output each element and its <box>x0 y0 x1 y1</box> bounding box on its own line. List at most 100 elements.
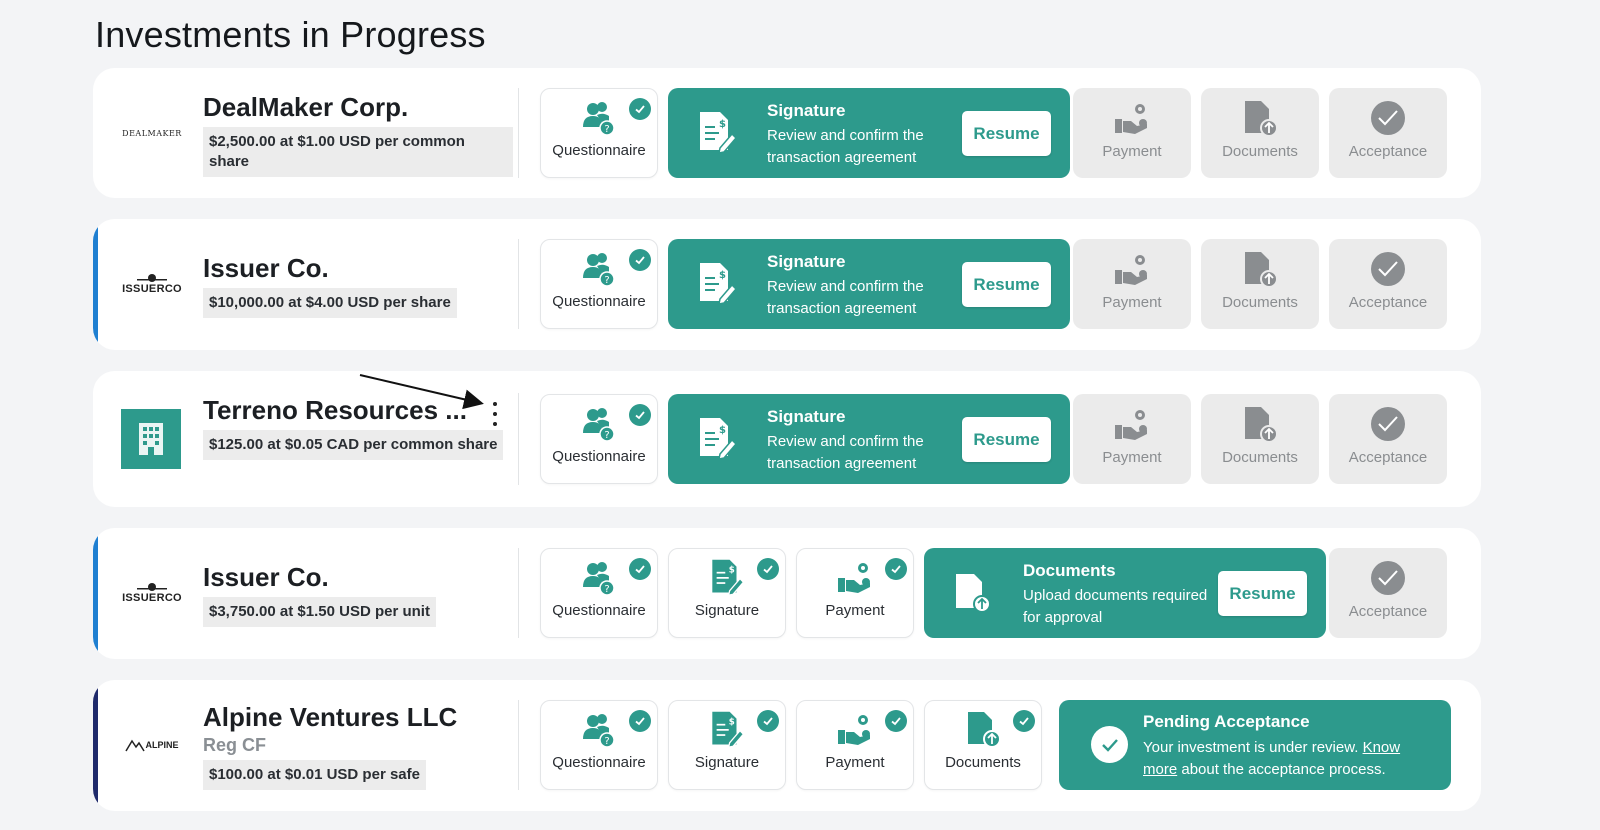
documents-upload-icon <box>1245 252 1278 288</box>
svg-text:?: ? <box>604 124 609 135</box>
step-label: Acceptance <box>1348 603 1428 620</box>
check-icon <box>757 558 779 580</box>
active-step-signature: $ Signature Review and confirm the trans… <box>668 239 1070 329</box>
svg-text:$: $ <box>719 270 726 281</box>
check-icon <box>629 98 651 120</box>
signature-document-icon: $ <box>700 112 738 154</box>
divider <box>518 239 519 329</box>
documents-upload-icon <box>1245 407 1278 443</box>
step-label: Questionnaire <box>552 754 646 771</box>
step-label: Signature <box>694 754 760 771</box>
issuer-hat-icon <box>137 583 167 591</box>
logo-text: ALPINE <box>145 740 179 750</box>
more-options-icon[interactable] <box>491 402 499 426</box>
check-icon <box>629 249 651 271</box>
card-accent <box>93 680 98 811</box>
svg-text:?: ? <box>604 584 609 595</box>
active-step-description: Review and confirm the transaction agree… <box>767 278 924 317</box>
divider <box>518 88 519 178</box>
card-accent <box>93 219 98 350</box>
payment-hand-icon <box>1115 104 1147 134</box>
payment-hand-icon <box>1115 410 1147 440</box>
step-label: Signature <box>694 602 760 619</box>
check-icon <box>1013 710 1035 732</box>
svg-text:$: $ <box>729 718 735 728</box>
active-step-description: Review and confirm the transaction agree… <box>767 127 924 166</box>
company-name[interactable]: DealMaker Corp. <box>203 92 409 122</box>
questionnaire-icon: ? <box>583 253 615 287</box>
step-questionnaire[interactable]: ? Questionnaire <box>540 394 658 484</box>
questionnaire-icon: ? <box>583 102 615 136</box>
payment-hand-icon <box>838 563 870 593</box>
company-name[interactable]: Issuer Co. <box>203 253 329 283</box>
step-questionnaire[interactable]: ? Questionnaire <box>540 700 658 790</box>
check-icon <box>885 710 907 732</box>
check-icon <box>629 558 651 580</box>
step-questionnaire[interactable]: ? Questionnaire <box>540 548 658 638</box>
documents-upload-icon <box>1245 101 1278 137</box>
company-name[interactable]: Issuer Co. <box>203 562 329 592</box>
step-label: Documents <box>1222 143 1298 160</box>
investment-card: Terreno Resources ... $125.00 at $0.05 C… <box>93 371 1481 507</box>
investment-amount: $2,500.00 at $1.00 USD per common share <box>203 127 513 177</box>
resume-button[interactable]: Resume <box>962 262 1051 307</box>
step-questionnaire[interactable]: ? Questionnaire <box>540 88 658 178</box>
active-step-title: Signature <box>767 101 846 120</box>
step-acceptance: Acceptance <box>1329 239 1447 329</box>
check-icon <box>629 404 651 426</box>
investment-card: DEALMAKER DealMaker Corp. $2,500.00 at $… <box>93 68 1481 198</box>
check-icon <box>885 558 907 580</box>
acceptance-check-icon <box>1371 561 1405 595</box>
step-acceptance: Acceptance <box>1329 394 1447 484</box>
step-label: Payment <box>825 754 885 771</box>
investment-card: ISSUERCO Issuer Co. $3,750.00 at $1.50 U… <box>93 528 1481 659</box>
step-acceptance: Acceptance <box>1329 88 1447 178</box>
step-payment: Payment <box>1073 88 1191 178</box>
questionnaire-icon: ? <box>583 562 615 596</box>
step-payment[interactable]: Payment <box>796 700 914 790</box>
step-documents[interactable]: Documents <box>924 700 1042 790</box>
resume-button[interactable]: Resume <box>962 417 1051 462</box>
signature-document-icon: $ <box>700 263 738 305</box>
documents-upload-icon <box>956 574 991 613</box>
investment-card: ISSUERCO Issuer Co. $10,000.00 at $4.00 … <box>93 219 1481 350</box>
step-signature[interactable]: $ Signature <box>668 700 786 790</box>
step-label: Acceptance <box>1348 449 1428 466</box>
active-step-title: Signature <box>767 252 846 271</box>
step-payment[interactable]: Payment <box>796 548 914 638</box>
investment-amount: $3,750.00 at $1.50 USD per unit <box>203 597 436 627</box>
building-icon <box>139 423 163 455</box>
know-more-link[interactable]: Know more <box>1143 739 1401 778</box>
documents-upload-icon <box>968 712 1001 748</box>
step-label: Documents <box>945 754 1021 771</box>
resume-button[interactable]: Resume <box>962 111 1051 156</box>
step-signature[interactable]: $ Signature <box>668 548 786 638</box>
investment-amount: $10,000.00 at $4.00 USD per share <box>203 288 457 318</box>
card-accent <box>93 528 98 659</box>
divider <box>518 700 519 790</box>
step-label: Questionnaire <box>552 602 646 619</box>
step-payment: Payment <box>1073 239 1191 329</box>
active-step-signature: $ Signature Review and confirm the trans… <box>668 394 1070 484</box>
svg-text:$: $ <box>729 566 735 576</box>
regulation-label: Reg CF <box>203 735 266 755</box>
step-documents: Documents <box>1201 239 1319 329</box>
logo-text: DEALMAKER <box>122 128 182 138</box>
investment-card: ALPINE Alpine Ventures LLC Reg CF $100.0… <box>93 680 1481 811</box>
acceptance-check-icon <box>1371 252 1405 286</box>
svg-text:$: $ <box>719 119 726 130</box>
company-name[interactable]: Terreno Resources ... <box>203 395 467 425</box>
investment-amount: $125.00 at $0.05 CAD per common share <box>203 430 504 460</box>
step-label: Payment <box>1102 143 1162 160</box>
step-label: Acceptance <box>1348 143 1428 160</box>
resume-button[interactable]: Resume <box>1218 571 1307 616</box>
step-label: Payment <box>825 602 885 619</box>
step-questionnaire[interactable]: ? Questionnaire <box>540 239 658 329</box>
active-step-title: Pending Acceptance <box>1143 712 1310 731</box>
company-logo: DEALMAKER <box>121 102 183 164</box>
divider <box>518 393 519 485</box>
divider <box>518 548 519 638</box>
signature-document-icon: $ <box>700 418 738 460</box>
company-name[interactable]: Alpine Ventures LLC <box>203 702 458 732</box>
questionnaire-icon: ? <box>583 714 615 748</box>
